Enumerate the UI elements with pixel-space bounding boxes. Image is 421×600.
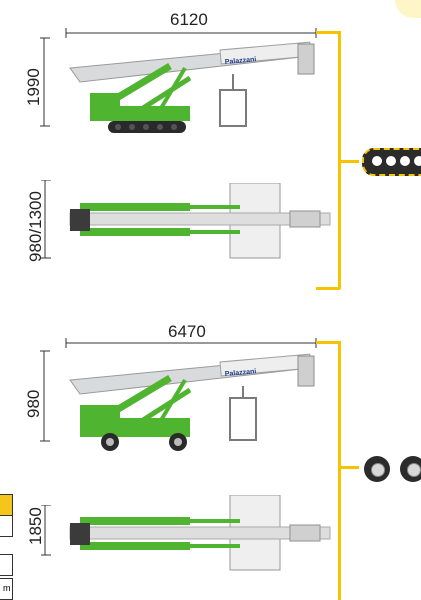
top-brand-text: Palazzani xyxy=(225,56,257,66)
top-height-label: 1990 xyxy=(24,68,43,106)
table-header-cell xyxy=(0,494,13,516)
table-cell xyxy=(0,514,13,537)
bottom-height-dimension xyxy=(40,350,50,442)
bottom-plan-width-label: 1850 xyxy=(26,507,45,545)
bottom-bracket-side xyxy=(338,341,341,600)
top-plan-width-dimension xyxy=(41,180,51,259)
track-icon xyxy=(362,148,421,176)
bottom-width-label: 6470 xyxy=(168,322,206,341)
bottom-height-label: 980 xyxy=(24,389,43,418)
top-bracket-side xyxy=(338,31,341,289)
bottom-bracket-top xyxy=(316,341,340,344)
table-unit-text: m xyxy=(3,583,11,593)
top-bracket-tick xyxy=(341,160,359,163)
wheel-icon xyxy=(364,456,390,482)
table-cell-2 xyxy=(0,554,13,576)
top-plan-width-label: 980/1300 xyxy=(26,191,45,262)
bottom-bracket-tick xyxy=(341,466,359,469)
top-height-dimension xyxy=(40,37,50,127)
corner-accent xyxy=(395,0,421,18)
bottom-plan-width-dimension xyxy=(41,505,51,556)
table-unit-cell: m xyxy=(0,578,13,600)
wheeled-machine-side-view: Palazzani xyxy=(69,353,315,451)
tracked-machine-side-view: Palazzani xyxy=(69,41,315,133)
tracked-machine-top-view xyxy=(69,183,331,259)
top-width-label: 6120 xyxy=(170,10,208,29)
bottom-brand-text: Palazzani xyxy=(225,368,257,378)
wheeled-machine-top-view xyxy=(69,495,331,571)
top-bracket-bottom xyxy=(316,287,340,290)
top-bracket-top xyxy=(316,31,340,34)
wheel-icon-second xyxy=(400,456,421,482)
